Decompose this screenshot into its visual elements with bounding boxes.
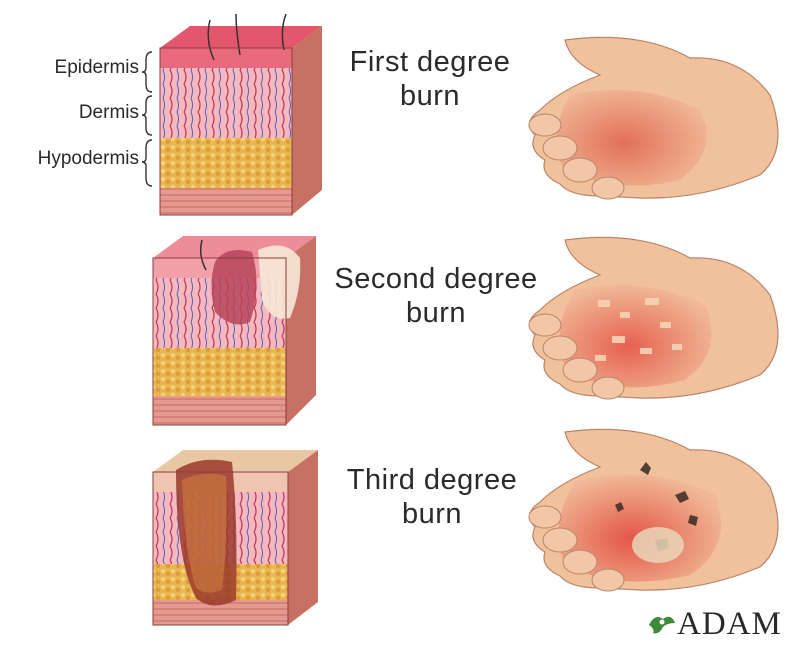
eschar-patch bbox=[632, 527, 684, 563]
hand-second-degree bbox=[529, 237, 778, 399]
hand-first-degree bbox=[529, 37, 778, 199]
adam-leaf-icon bbox=[645, 611, 677, 637]
adam-logo: ADAM bbox=[645, 604, 782, 644]
adam-logo-text: ADAM bbox=[677, 606, 782, 643]
hand-third-degree bbox=[529, 429, 778, 591]
